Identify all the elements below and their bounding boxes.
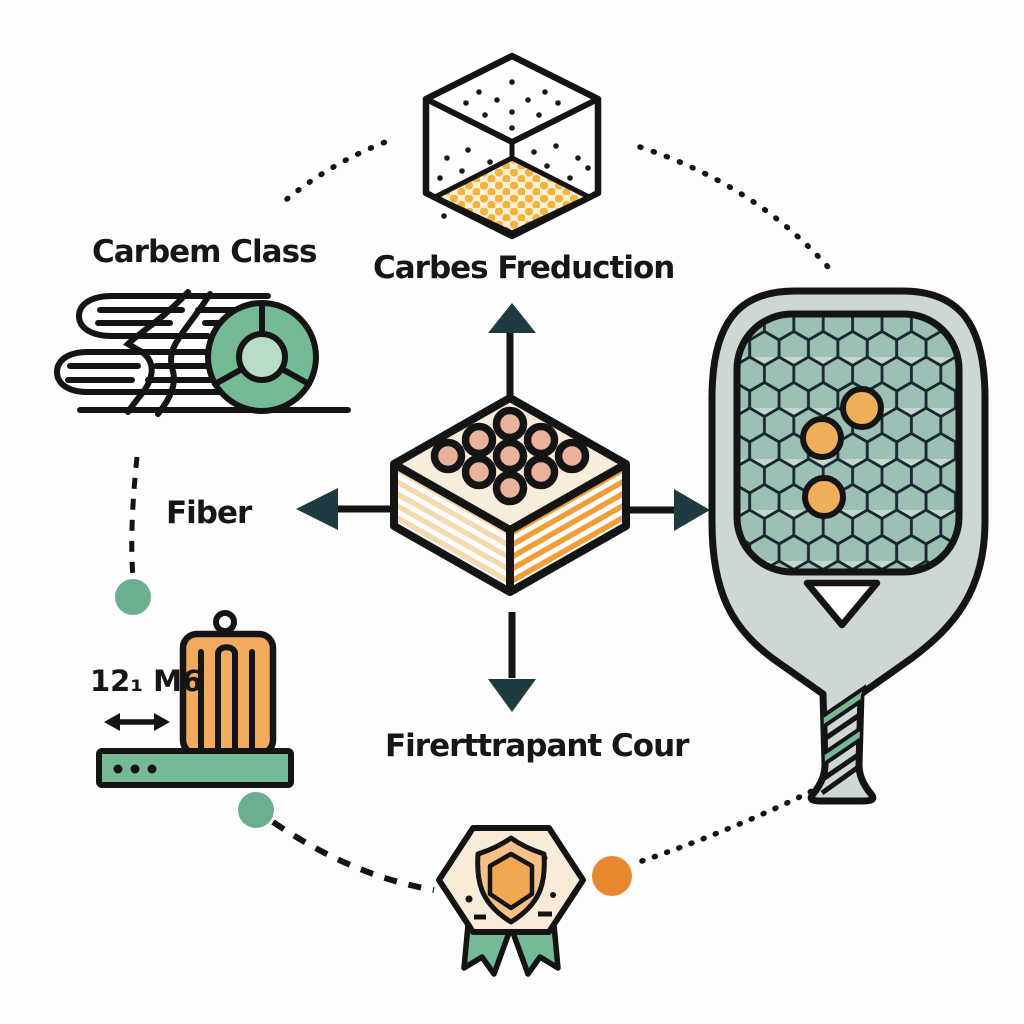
connector-dot-icon bbox=[238, 792, 274, 828]
left-arrow-icon bbox=[296, 488, 396, 530]
composite-block-icon bbox=[390, 394, 630, 596]
label-fiber: Fiber bbox=[166, 495, 252, 531]
block-hole-rings bbox=[430, 406, 590, 506]
dotted-connector-bottom-right bbox=[592, 787, 817, 896]
cube-stipple-dots bbox=[437, 79, 591, 219]
dotted-connector-top-right bbox=[637, 144, 831, 270]
material-pie-icon bbox=[205, 300, 319, 414]
label-carbes-freduction: Carbes Freduction bbox=[373, 250, 675, 286]
comb-teeth-lines bbox=[198, 644, 255, 753]
width-arrow-icon bbox=[104, 713, 170, 731]
badge-marks bbox=[465, 855, 556, 920]
dashed-connector-left bbox=[115, 456, 151, 615]
up-arrow-icon bbox=[488, 303, 536, 396]
right-arrow-icon bbox=[628, 489, 710, 531]
label-measurement: 12₁ M6 bbox=[90, 664, 203, 698]
carbon-cube-icon bbox=[422, 52, 602, 240]
connector-dot-icon bbox=[592, 856, 632, 896]
throat-triangle bbox=[803, 579, 881, 629]
dotted-connector-top-left bbox=[284, 135, 399, 202]
fabric-rolls-icon bbox=[53, 289, 351, 417]
down-arrow-icon bbox=[488, 612, 536, 712]
pickleball-paddle-icon bbox=[708, 287, 989, 805]
honeycomb-core-icon bbox=[733, 310, 963, 576]
label-carbem-class: Carbem Class bbox=[92, 234, 317, 270]
cube-honeycomb-face bbox=[432, 155, 592, 236]
paddle-holes bbox=[800, 386, 884, 519]
base-dots bbox=[113, 764, 157, 774]
award-badge-icon bbox=[436, 825, 586, 977]
connector-dot-icon bbox=[115, 579, 151, 615]
label-firerttrapant-cour: Firerttrapant Cour bbox=[385, 728, 689, 764]
comb-fixture-icon bbox=[96, 610, 294, 788]
dashed-connector-bottom-left bbox=[238, 792, 435, 893]
